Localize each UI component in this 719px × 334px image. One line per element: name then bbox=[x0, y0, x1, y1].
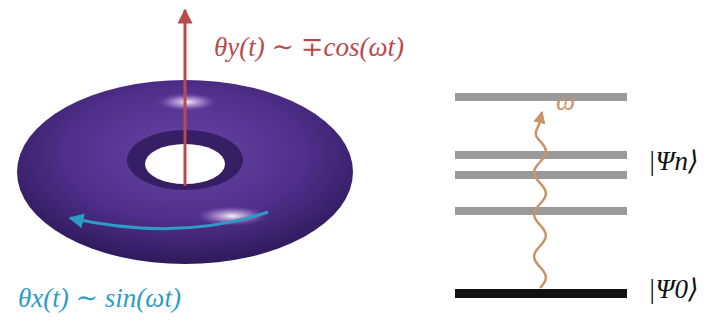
theta-y-label: θy(t) ∼ ∓cos(ωt) bbox=[214, 32, 404, 63]
theta-x-label: θx(t) ∼ sin(ωt) bbox=[18, 283, 181, 314]
omega-label: ω bbox=[556, 86, 575, 117]
energy-levels bbox=[455, 93, 627, 298]
ground-state-label: |Ψ0⟩ bbox=[648, 274, 698, 305]
photon-arrow bbox=[534, 112, 546, 288]
excited-state-label: |Ψn⟩ bbox=[648, 146, 698, 177]
theta-y-arrow bbox=[184, 10, 187, 186]
theta-x-arrow bbox=[70, 212, 268, 229]
